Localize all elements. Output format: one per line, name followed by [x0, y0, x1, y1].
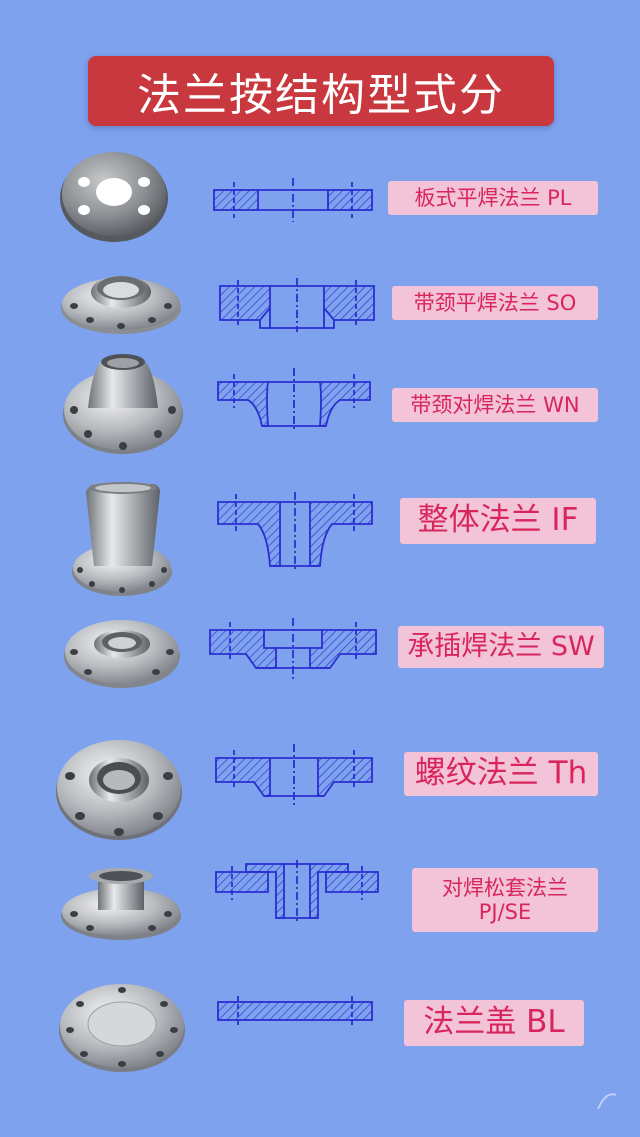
- weld-neck-flange-section-drawing: [217, 368, 371, 430]
- socket-weld-flange-section-drawing: [209, 618, 377, 682]
- flange-label: 带颈平焊法兰 SO: [392, 286, 598, 320]
- title-banner: 法兰按结构型式分: [88, 56, 554, 126]
- integral-flange-section-drawing: [217, 492, 373, 572]
- threaded-flange-photo: [56, 740, 182, 840]
- flange-label: 承插焊法兰 SW: [398, 626, 604, 668]
- flange-label: 法兰盖 BL: [404, 1000, 584, 1046]
- page-title: 法兰按结构型式分: [137, 70, 505, 121]
- plate-flange-photo: [60, 152, 168, 242]
- lap-joint-flange-section-drawing: [215, 860, 379, 922]
- slip-on-flange-section-drawing: [219, 278, 375, 332]
- plate-flange-section-drawing: [213, 178, 373, 222]
- flange-label: 对焊松套法兰 PJ/SE: [412, 868, 598, 932]
- blind-flange-photo: [59, 984, 185, 1072]
- integral-flange-photo: [72, 482, 172, 596]
- flange-label: 整体法兰 IF: [400, 498, 596, 544]
- socket-weld-flange-photo: [64, 620, 180, 688]
- flange-label: 板式平焊法兰 PL: [388, 181, 598, 215]
- slip-on-flange-photo: [61, 276, 181, 334]
- threaded-flange-section-drawing: [215, 744, 373, 806]
- flange-label: 螺纹法兰 Th: [404, 752, 598, 796]
- flange-label: 带颈对焊法兰 WN: [392, 388, 598, 422]
- blind-flange-section-drawing: [217, 996, 373, 1026]
- watermark-icon: [597, 1093, 617, 1110]
- weld-neck-flange-photo: [63, 354, 183, 454]
- lap-joint-flange-photo: [61, 868, 181, 940]
